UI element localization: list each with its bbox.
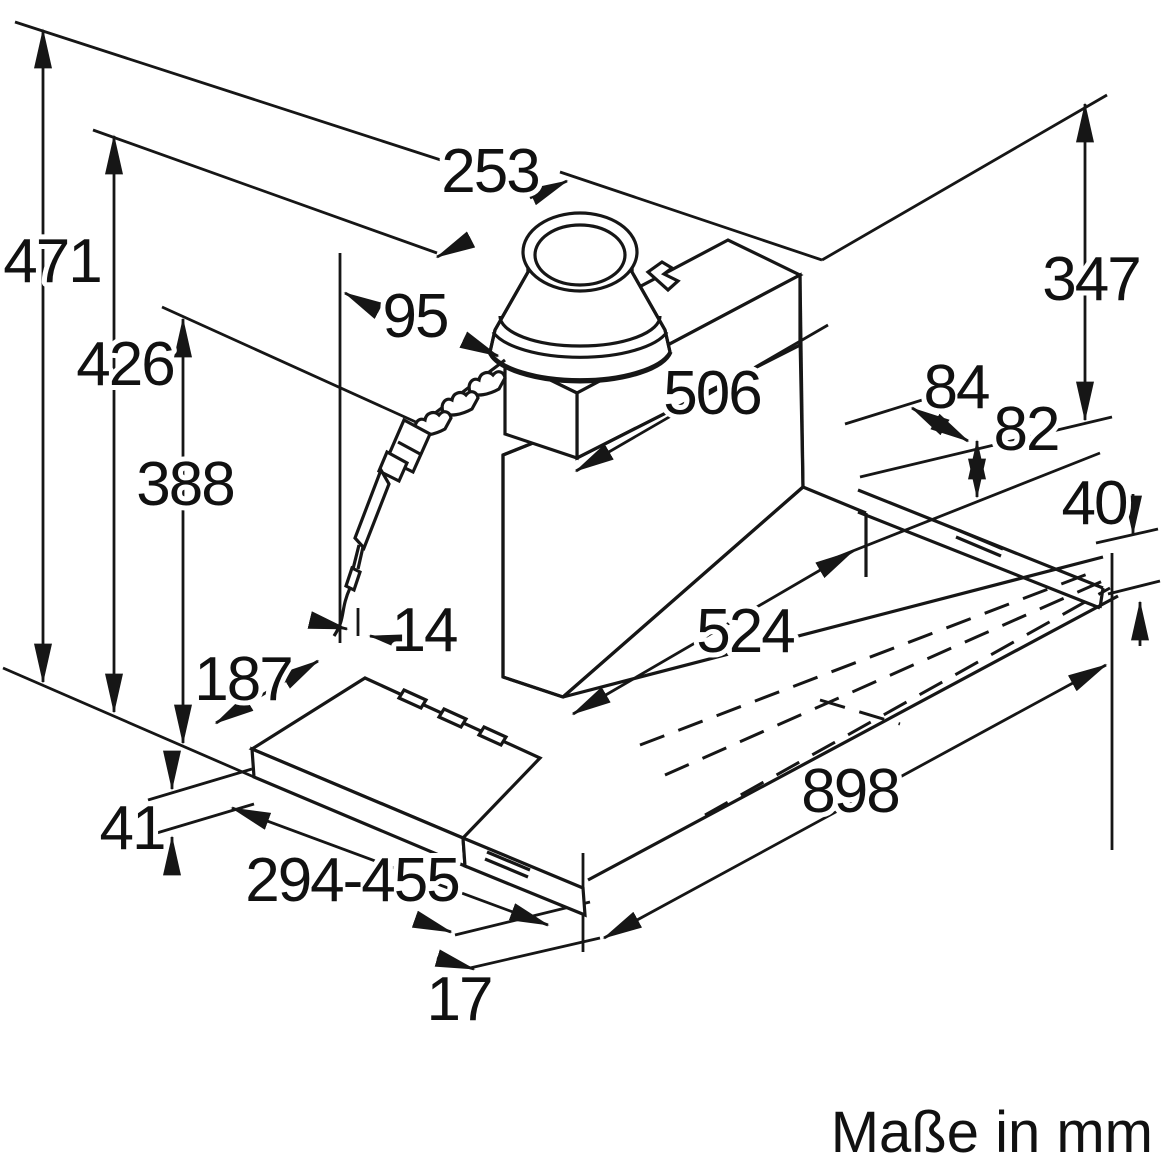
dim-label-82: 82 [994, 395, 1059, 464]
dim-label-14: 14 [392, 596, 457, 665]
dim-label-41: 41 [100, 794, 165, 863]
dim-label-898: 898 [801, 757, 898, 826]
dim-label-17: 17 [427, 965, 492, 1034]
collar-clip-icon [645, 260, 681, 293]
dim-label-187: 187 [194, 645, 291, 714]
dim-label-347: 347 [1042, 245, 1139, 314]
dim-label-524: 524 [696, 597, 794, 666]
dim-label-471: 471 [3, 227, 100, 296]
dimension-labels: 471 426 388 253 95 506 347 84 82 40 524 … [0, 132, 1147, 1039]
dim-label-95: 95 [383, 282, 448, 351]
dim-label-84: 84 [924, 353, 989, 422]
duct-collar [487, 211, 681, 384]
mounting-bracket [857, 488, 1105, 610]
mounting-clips [413, 358, 507, 437]
dim-label-388: 388 [136, 450, 233, 519]
dim-label-253: 253 [441, 137, 538, 206]
units-caption: Maße in mm [831, 1100, 1153, 1161]
dim-label-40: 40 [1062, 469, 1127, 538]
dim-label-294-455: 294-455 [245, 846, 459, 915]
dim-label-426: 426 [76, 330, 173, 399]
dimension-lines [34, 28, 1149, 971]
dim-label-506: 506 [663, 359, 760, 428]
